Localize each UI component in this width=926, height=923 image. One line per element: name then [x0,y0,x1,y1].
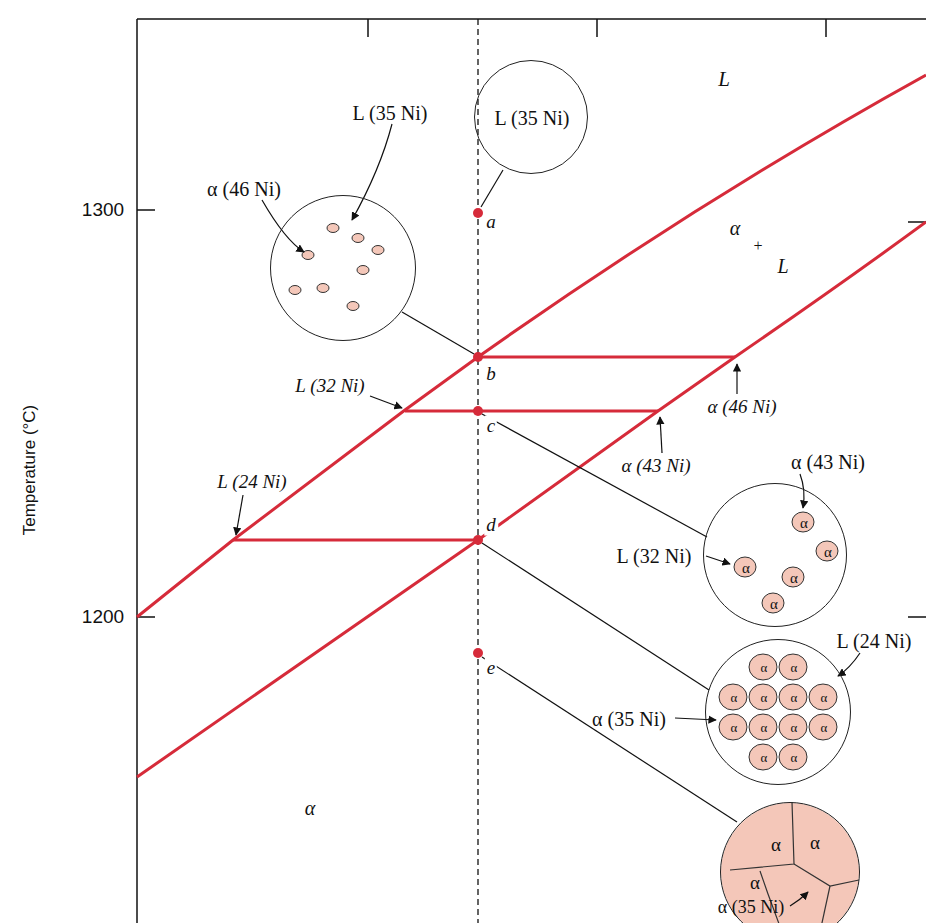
phase-label: L (32 Ni) [617,545,692,567]
phase-letter: α [761,721,768,735]
composition-line [477,19,478,923]
phase-letter: α [791,751,798,765]
phase-label: α (43 Ni) [791,451,865,473]
grain [779,714,807,740]
grain-boundary [820,886,830,923]
microstructure-circle: αααα (35 Ni) [720,802,860,923]
phase-label: α (35 Ni) [592,708,666,730]
region-label: L [716,68,732,91]
phase-letter: α [761,661,768,675]
microstructure-circle: α (43 Ni)L (32 Ni)ααααα [703,483,847,627]
nucleus [357,266,369,275]
axes [137,19,926,923]
grain [749,654,777,680]
region-label: α [303,797,318,819]
grain [719,714,747,740]
circle-ground [704,484,846,626]
phase-letter: α [800,515,808,532]
nucleus [289,286,301,295]
phase-letter: α [761,691,768,705]
grain [782,567,804,587]
point-label: d [484,515,498,536]
grain [809,714,837,740]
grain [779,654,807,680]
phase-label: α [810,833,820,854]
region-label: L [775,255,790,277]
phase-label: L (24 Ni) [837,630,912,652]
nucleus [317,284,329,293]
axis-label: 1300 [80,200,126,221]
phase-boundaries [137,75,926,777]
point-label: a [484,212,498,233]
nucleus [347,302,359,311]
tie-label: L (32 Ni) [293,376,366,397]
phase-label: α (46 Ni) [207,178,281,200]
microstructure-circle: L (35 Ni) [474,60,588,174]
microstructure-circle: L (24 Ni)α (35 Ni)αααααααααααα [705,639,851,785]
grain [779,744,807,770]
tie-label: L (24 Ni) [215,472,288,493]
phase-letter: α [821,691,828,705]
grain [809,684,837,710]
grain [792,512,814,532]
region-label: α [728,217,743,239]
state-points [473,208,483,658]
phase-label: α [750,873,760,894]
circle-ground [706,640,850,784]
nucleus [372,246,384,255]
point-label: e [485,658,497,679]
grain [749,744,777,770]
point-label: b [484,364,498,385]
point-label: c [485,416,497,437]
phase-letter: α [791,721,798,735]
phase-letter: α [824,544,832,561]
phase-letter: α [761,751,768,765]
phase-letter: α [821,721,828,735]
grain [734,557,756,577]
phase-letter: α [731,721,738,735]
leader-lines [402,170,737,822]
circle-ground [271,196,415,340]
phase-letter: α [791,661,798,675]
phase-label: L (35 Ni) [495,107,570,129]
grain [762,593,784,613]
phase-label: α [771,835,781,856]
label-arrows [236,124,860,906]
region-label: + [751,237,766,255]
phase-letter: α [731,691,738,705]
tie-label: α (43 Ni) [619,456,692,477]
grain [779,684,807,710]
axis-label: 1200 [80,607,126,628]
nucleus [352,234,364,243]
tie-label: α (46 Ni) [705,397,778,418]
grain [749,714,777,740]
phase-letter: α [770,596,778,613]
grain-boundary [794,864,859,886]
nucleus [327,224,339,233]
phase-label: α (35 Ni) [718,898,784,918]
grain [719,684,747,710]
axis-title-label: Temperature (°C) [21,403,40,538]
microstructure-circle: L (35 Ni)α (46 Ni) [270,195,416,341]
circle-ground [475,61,587,173]
phase-letter: α [791,691,798,705]
phase-label: L (35 Ni) [353,102,428,124]
phase-letter: α [790,570,798,587]
grain [749,684,777,710]
microstructure-fills [271,61,859,923]
phase-letter: α [742,560,750,577]
grain [816,541,838,561]
grain-boundary [730,802,794,870]
